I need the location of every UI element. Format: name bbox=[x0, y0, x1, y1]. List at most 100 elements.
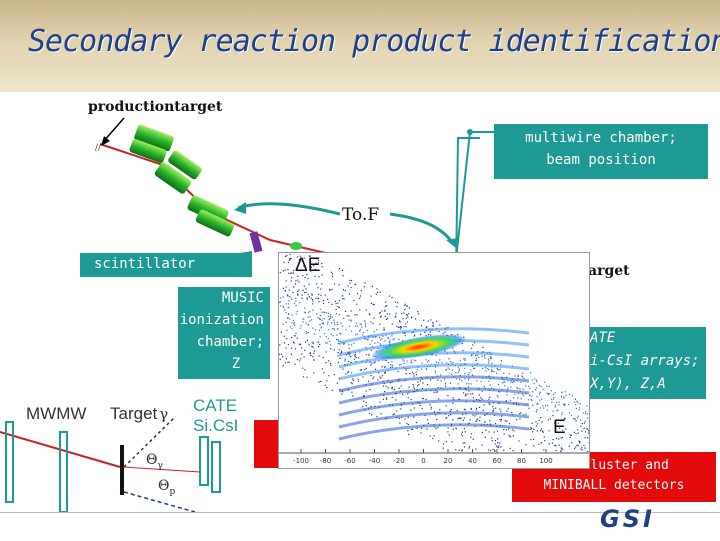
scatter-point bbox=[372, 378, 373, 379]
scatter-point bbox=[359, 309, 360, 310]
scatter-point bbox=[490, 358, 491, 359]
scatter-point bbox=[357, 293, 358, 294]
scatter-point bbox=[508, 408, 509, 409]
scatter-point bbox=[305, 342, 306, 343]
scatter-point bbox=[546, 386, 547, 387]
scatter-point bbox=[343, 275, 344, 276]
scatter-point bbox=[540, 407, 541, 408]
scatter-point bbox=[311, 294, 312, 295]
scatter-point bbox=[497, 442, 498, 443]
scatter-point bbox=[381, 366, 382, 367]
scatter-point bbox=[341, 322, 342, 323]
scatter-point bbox=[391, 335, 392, 336]
scatter-point bbox=[537, 403, 538, 404]
scatter-point bbox=[330, 316, 331, 317]
scatter-point bbox=[586, 405, 587, 406]
scatter-point bbox=[312, 328, 313, 329]
scatter-point bbox=[353, 380, 354, 381]
scatter-point bbox=[342, 270, 343, 271]
scatter-point bbox=[358, 379, 359, 380]
scatter-point bbox=[290, 273, 291, 274]
page-title: Secondary reaction product identificatio… bbox=[28, 24, 720, 59]
scatter-point bbox=[450, 361, 451, 362]
scatter-point bbox=[585, 413, 586, 414]
scatter-point bbox=[303, 376, 304, 377]
scatter-point bbox=[327, 299, 328, 300]
scatter-point bbox=[318, 298, 319, 299]
scatter-point bbox=[366, 354, 367, 355]
scatter-point bbox=[461, 450, 462, 451]
scatter-point bbox=[365, 323, 366, 324]
scatter-point bbox=[406, 314, 407, 315]
scatter-point bbox=[417, 369, 418, 370]
scatter-point bbox=[504, 434, 505, 435]
scatter-point bbox=[428, 360, 429, 361]
isotope-band bbox=[339, 425, 529, 439]
scatter-point bbox=[401, 386, 402, 387]
scatter-point bbox=[588, 433, 589, 434]
scatter-point bbox=[402, 318, 403, 319]
scatter-point bbox=[406, 326, 407, 327]
scatter-point bbox=[500, 421, 501, 422]
scatter-point bbox=[319, 382, 320, 383]
scatter-point bbox=[460, 360, 461, 361]
scatter-point bbox=[332, 317, 333, 318]
scatter-point bbox=[360, 295, 361, 296]
scatter-point bbox=[309, 296, 310, 297]
scatter-point bbox=[486, 370, 487, 371]
scatter-point bbox=[476, 420, 477, 421]
scatter-point bbox=[313, 343, 314, 344]
scatter-point bbox=[513, 397, 514, 398]
scatter-point bbox=[384, 391, 385, 392]
scatter-point bbox=[491, 437, 492, 438]
scatter-point bbox=[432, 438, 433, 439]
theta-p-label: Θp bbox=[158, 478, 175, 497]
scatter-point bbox=[394, 389, 395, 390]
scatter-point bbox=[577, 417, 578, 418]
scatter-point bbox=[389, 342, 390, 343]
scatter-point bbox=[406, 369, 407, 370]
scatter-point bbox=[529, 395, 530, 396]
scatter-point bbox=[470, 437, 471, 438]
sicsi-label: Si.CsI bbox=[193, 416, 238, 436]
scatter-point bbox=[331, 272, 332, 273]
scatter-point bbox=[385, 316, 386, 317]
scatter-point bbox=[555, 445, 556, 446]
scatter-point bbox=[438, 362, 439, 363]
scatter-point bbox=[403, 312, 404, 313]
production-target-label: productiontarget bbox=[88, 99, 222, 115]
scatter-point bbox=[353, 343, 354, 344]
scatter-point bbox=[539, 385, 540, 386]
scatter-point bbox=[426, 399, 427, 400]
target-plate bbox=[120, 445, 124, 495]
scatter-point bbox=[564, 405, 565, 406]
scatter-point bbox=[399, 327, 400, 328]
scatter-point bbox=[351, 372, 352, 373]
scatter-point bbox=[397, 371, 398, 372]
scatter-point bbox=[404, 305, 405, 306]
scatter-point bbox=[289, 289, 290, 290]
scatter-point bbox=[539, 400, 540, 401]
scatter-point bbox=[389, 296, 390, 297]
dipole-magnet bbox=[186, 194, 235, 237]
scatter-point bbox=[417, 311, 418, 312]
scatter-point bbox=[537, 423, 538, 424]
scatter-point bbox=[334, 349, 335, 350]
scatter-point bbox=[552, 443, 553, 444]
scatter-point bbox=[452, 362, 453, 363]
scatter-point bbox=[492, 440, 493, 441]
scatter-point bbox=[283, 262, 284, 263]
scatter-point bbox=[300, 358, 301, 359]
scatter-point bbox=[395, 302, 396, 303]
scatter-point bbox=[487, 368, 488, 369]
scatter-point bbox=[285, 290, 286, 291]
scatter-point bbox=[283, 324, 284, 325]
scatter-point bbox=[414, 359, 415, 360]
scatter-point bbox=[427, 361, 428, 362]
scatter-point bbox=[381, 413, 382, 414]
scatter-point bbox=[421, 325, 422, 326]
scatter-point bbox=[469, 446, 470, 447]
scatter-point bbox=[374, 304, 375, 305]
box-line: X,Y), Z,A bbox=[590, 373, 706, 396]
scatter-point bbox=[451, 441, 452, 442]
